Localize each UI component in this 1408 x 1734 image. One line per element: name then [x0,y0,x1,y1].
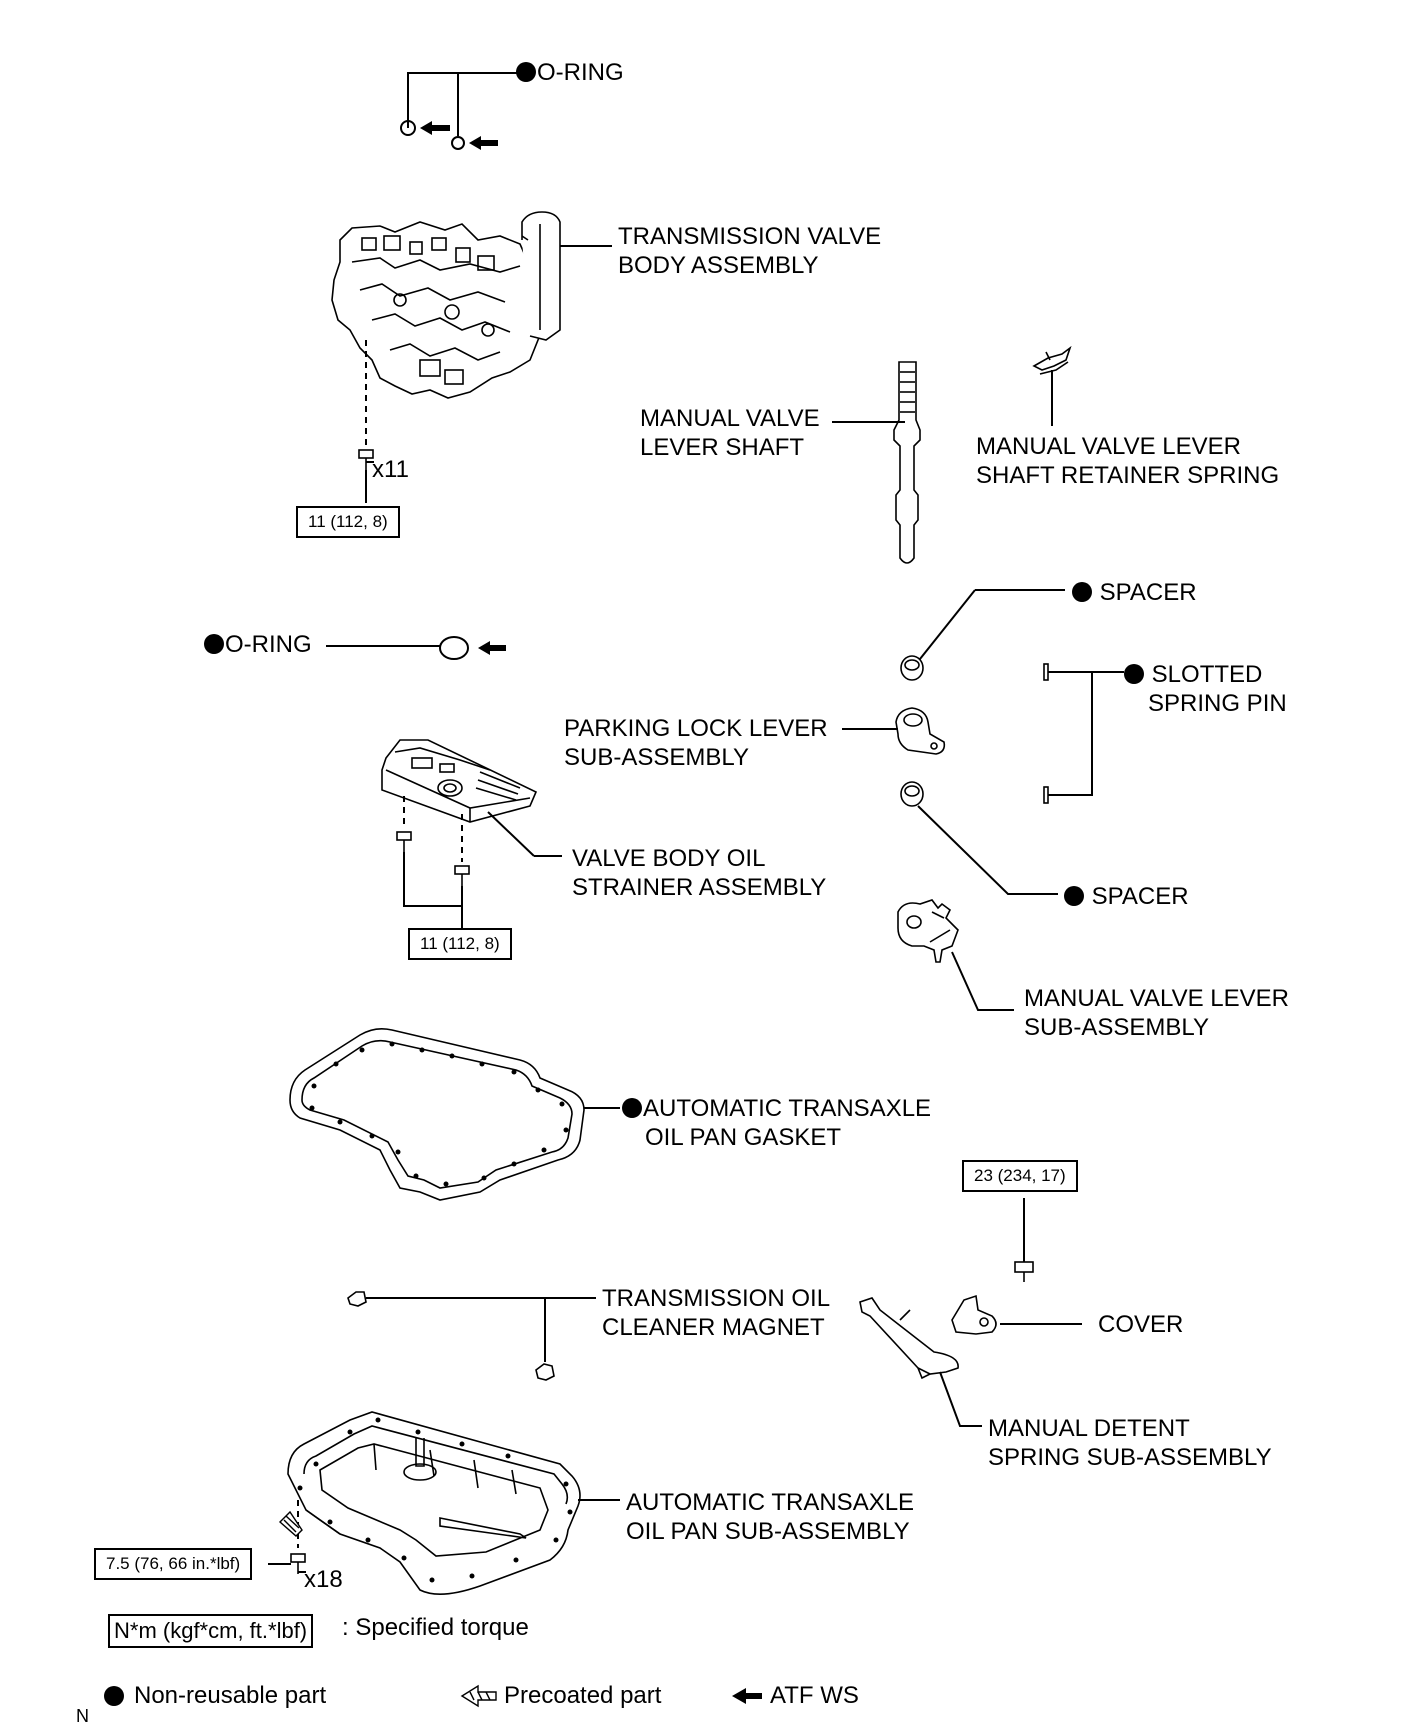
slotted-pin-drawing [1043,663,1049,804]
cover-drawing [951,1294,997,1335]
label-retainer-spring: MANUAL VALVE LEVER SHAFT RETAINER SPRING [976,433,1280,489]
non-reusable-dot-icon [1072,582,1092,602]
bolt-icon [1014,1261,1034,1282]
label-cover: COVER [1098,1311,1184,1338]
oring-top-1 [400,120,416,136]
manual-valve-shaft-drawing [893,361,921,564]
slotted-pin-leader [1048,671,1093,796]
label-gasket: AUTOMATIC TRANSAXLE OIL PAN GASKET [622,1094,931,1152]
label-manual-lever: MANUAL VALVE LEVER SUB-ASSEMBLY [1024,985,1289,1041]
manual-lever-leader [951,951,1014,1011]
non-reusable-dot-icon [1064,886,1084,906]
valve-body-drawing [331,211,561,399]
detent-leader [939,1371,982,1427]
oil-pan-gasket-drawing [289,1028,585,1201]
bolt-icon [358,449,374,470]
precoated-bolt-icon [278,1510,303,1537]
torque-box-valve-body: 11 (112, 8) [296,506,400,538]
label-spacer-top: SPACER [1072,578,1197,607]
oring-top-leader [407,72,520,136]
legend-precoated: Precoated part [504,1682,662,1709]
precoated-legend-icon [460,1684,497,1708]
strainer-torque-leader [403,852,462,907]
oil-strainer-drawing [381,739,538,823]
non-reusable-dot-icon [204,634,224,654]
spacer-bottom-leader [917,805,1058,895]
non-reusable-dot-icon [622,1098,642,1118]
spacer-top-drawing [900,655,924,681]
legend-atf: ATF WS [770,1682,859,1709]
multiplier-oil-pan: x18 [304,1566,343,1593]
multiplier-valve-body: x11 [372,456,409,483]
atf-legend-arrow-icon [732,1688,762,1704]
label-detent: MANUAL DETENT SPRING SUB-ASSEMBLY [988,1415,1272,1471]
torque-box-oil-pan: 7.5 (76, 66 in.*lbf) [94,1548,253,1580]
spacer-bottom-drawing [900,781,924,807]
label-oring-top: O-RING [516,58,624,87]
oring-top-2 [451,136,465,150]
corner-mark: N [76,1706,89,1726]
parking-lock-lever-drawing [895,707,946,755]
torque-box-strainer: 11 (112, 8) [408,928,512,960]
spacer-top-leader-diag [915,589,976,665]
label-parking-lock: PARKING LOCK LEVER SUB-ASSEMBLY [564,715,828,771]
label-oil-pan: AUTOMATIC TRANSAXLE OIL PAN SUB-ASSEMBLY [626,1489,915,1545]
non-reusable-dot-icon [516,62,536,82]
bolt-icon [396,831,470,886]
legend-torque-desc: : Specified torque [342,1614,529,1641]
atf-arrow-icon [478,641,506,655]
detent-spring-drawing [859,1297,959,1380]
oil-pan-drawing [287,1411,581,1595]
torque-box-detent: 23 (234, 17) [962,1160,1078,1192]
non-reusable-dot-icon [104,1686,124,1706]
strainer-leader-diag [487,811,535,857]
label-valve-body: TRANSMISSION VALVE BODY ASSEMBLY [618,223,882,279]
label-oring-mid: O-RING [204,630,312,659]
atf-arrow-icon [420,121,498,150]
oring-mid [439,636,469,660]
legend-torque-unit-box: N*m (kgf*cm, ft.*lbf) [108,1614,314,1648]
retainer-spring-drawing [1032,345,1072,375]
legend-non-reusable: Non-reusable part [134,1682,327,1709]
label-magnet: TRANSMISSION OIL CLEANER MAGNET [602,1285,831,1341]
label-spacer-bottom: SPACER [1064,882,1189,911]
label-manual-valve-shaft: MANUAL VALVE LEVER SHAFT [640,405,820,461]
non-reusable-dot-icon [1124,664,1144,684]
manual-valve-lever-drawing [897,899,959,963]
magnet-drawing [347,1291,555,1381]
label-strainer: VALVE BODY OIL STRAINER ASSEMBLY [572,845,827,901]
label-slotted-pin: SLOTTED SPRING PIN [1124,660,1287,718]
